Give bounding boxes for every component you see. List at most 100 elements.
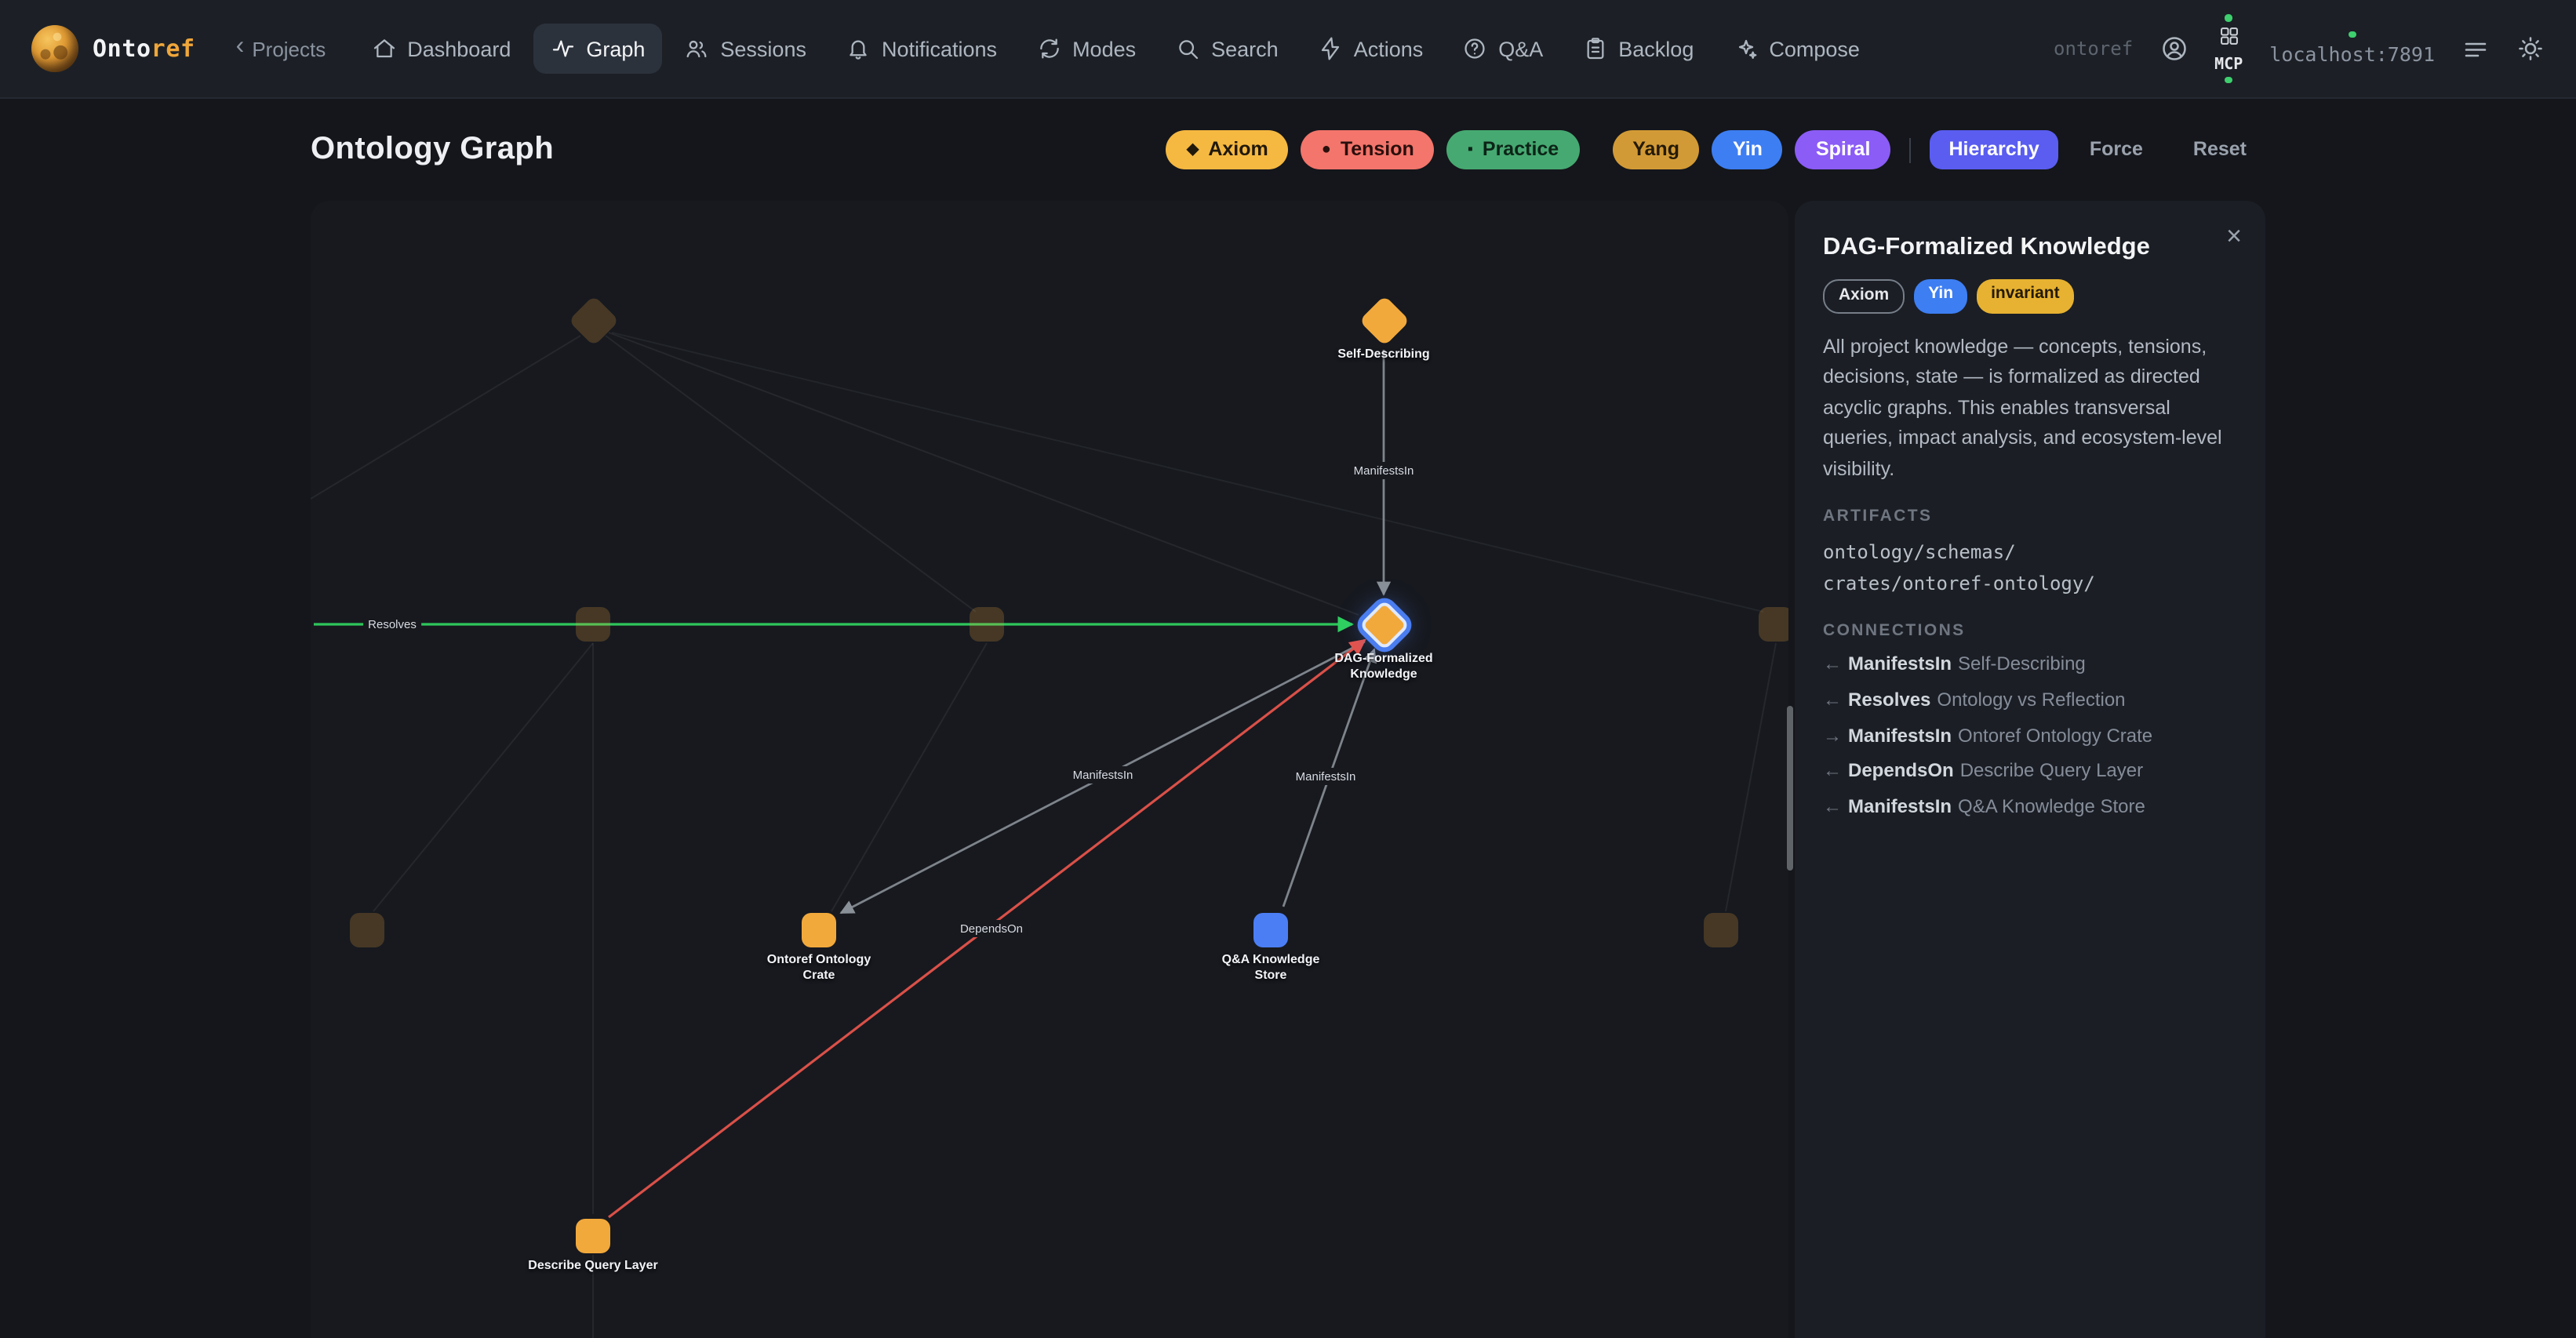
bell-icon — [846, 36, 871, 61]
nav-item-actions[interactable]: Actions — [1301, 24, 1441, 74]
sessions-icon — [684, 36, 709, 61]
filter-tension[interactable]: ●Tension — [1301, 129, 1435, 170]
node-label-ontoref-ontology-crate: Ontoref Ontology Crate — [766, 952, 871, 983]
theme-icon[interactable] — [2516, 35, 2545, 63]
node-label-describe-query-layer: Describe Query Layer — [528, 1258, 658, 1272]
breadcrumb-label: Projects — [252, 37, 326, 60]
practice-shape-icon: ▪ — [1467, 140, 1473, 158]
logo[interactable]: Ontoref — [31, 25, 195, 72]
filter-toolbar: ◆ Axiom ●Tension ▪Practice Yang Yin Spiral Hier… — [1166, 129, 2265, 170]
connection-direction-icon: ← — [1823, 759, 1842, 782]
graph-node-qa-knowledge-store[interactable] — [1253, 913, 1288, 947]
scrollbar-thumb[interactable] — [1787, 706, 1793, 871]
graph-node-dim-square-1[interactable] — [576, 607, 610, 642]
mcp-icon — [2218, 24, 2239, 54]
filter-spiral[interactable]: Spiral — [1795, 129, 1891, 170]
graph-edge — [608, 332, 1359, 616]
chevron-left-icon: ‹ — [235, 33, 245, 60]
home-icon — [371, 36, 396, 61]
graph-icon — [550, 36, 575, 61]
panel-description: All project knowledge — concepts, tensio… — [1823, 336, 2222, 480]
nav-item-q-a[interactable]: Q&A — [1445, 24, 1560, 74]
nav-item-label: Actions — [1353, 37, 1424, 60]
nav-item-label: Search — [1211, 37, 1279, 60]
artifact-path: ontology/schemas/ — [1823, 540, 2016, 563]
nav-item-search[interactable]: Search — [1158, 24, 1296, 74]
edge-label-manifestsin: ManifestsIn — [1290, 768, 1361, 785]
graph-node-dim-square-5[interactable] — [1704, 913, 1738, 947]
filter-yin[interactable]: Yin — [1712, 129, 1783, 170]
artifact-path: crates/ontoref-ontology/ — [1823, 572, 2095, 594]
panel-title: DAG-Formalized Knowledge — [1823, 234, 2150, 260]
nav-item-sessions[interactable]: Sessions — [667, 24, 824, 74]
mcp-label: MCP — [2214, 56, 2243, 73]
graph-edge — [1725, 642, 1777, 912]
connection-target: Q&A Knowledge Store — [1958, 794, 2145, 817]
breadcrumb[interactable]: ‹ Projects — [235, 33, 326, 60]
filter-label: Yang — [1632, 137, 1679, 160]
reset-button[interactable]: Reset — [2192, 137, 2247, 160]
filter-label: Yin — [1732, 137, 1763, 160]
connection-verb: DependsOn — [1848, 759, 1954, 782]
filter-label: Axiom — [1208, 137, 1268, 160]
nav-left-cluster: Ontoref ‹ Projects Dashboard Graph Session… — [31, 24, 1877, 74]
graph-edge — [605, 335, 977, 613]
connections-header: CONNECTIONS — [1823, 621, 1966, 641]
page-title: Ontology Graph — [311, 132, 555, 166]
nav-item-notifications[interactable]: Notifications — [828, 24, 1014, 74]
graph-node-describe-query-layer[interactable] — [576, 1219, 610, 1253]
nav-item-compose[interactable]: Compose — [1716, 24, 1877, 74]
mcp-status-dot-top — [2225, 14, 2232, 21]
connections-list: ← ManifestsIn Self-Describing ← Resolves Onto… — [1823, 653, 2237, 820]
close-icon[interactable]: × — [2226, 221, 2242, 251]
mcp-status[interactable]: MCP — [2214, 14, 2243, 83]
connection-target: Self-Describing — [1958, 653, 2086, 675]
connection-target: Describe Query Layer — [1959, 759, 2144, 782]
filter-yang[interactable]: Yang — [1612, 129, 1700, 170]
menu-icon[interactable] — [2461, 35, 2490, 63]
axiom-shape-icon: ◆ — [1186, 140, 1199, 158]
nav-item-dashboard[interactable]: Dashboard — [354, 24, 528, 74]
edge-label-manifestsin: ManifestsIn — [1348, 462, 1419, 479]
edge-label-resolves: Resolves — [363, 616, 421, 633]
hierarchy-button[interactable]: Hierarchy — [1930, 129, 2058, 170]
node-label-dag-formalized-knowledge: DAG-Formalized Knowledge — [1334, 651, 1433, 682]
nav-item-label: Graph — [586, 37, 646, 60]
filter-axiom[interactable]: ◆ Axiom — [1166, 129, 1289, 170]
node-label-self-describing: Self-Describing — [1337, 347, 1430, 361]
nav-item-backlog[interactable]: Backlog — [1565, 24, 1711, 74]
connection-direction-icon: ← — [1823, 794, 1842, 817]
host-label: localhost:7891 — [2269, 42, 2435, 67]
host-status-dot — [2349, 31, 2356, 38]
connection-target: Ontology vs Reflection — [1937, 689, 2126, 711]
nav-item-modes[interactable]: Modes — [1019, 24, 1153, 74]
top-nav: Ontoref ‹ Projects Dashboard Graph Session… — [0, 0, 2576, 99]
connection-verb: ManifestsIn — [1848, 653, 1952, 675]
graph-node-self-describing[interactable] — [1358, 294, 1410, 346]
account-icon[interactable] — [2159, 35, 2188, 63]
nav-item-graph[interactable]: Graph — [533, 24, 663, 74]
graph-node-ontoref-ontology-crate[interactable] — [802, 913, 836, 947]
artifacts-list: ontology/schemas/crates/ontoref-ontology… — [1823, 538, 2237, 600]
artifacts-header: ARTIFACTS — [1823, 506, 1933, 525]
graph-node-dag-formalized-knowledge[interactable] — [1358, 598, 1410, 650]
filter-practice[interactable]: ▪Practice — [1446, 129, 1580, 170]
nav-item-label: Backlog — [1618, 37, 1694, 60]
force-button[interactable]: Force — [2089, 137, 2143, 160]
graph-node-dim-square-4[interactable] — [350, 913, 384, 947]
nav-item-label: Sessions — [720, 37, 806, 60]
backlog-icon — [1582, 36, 1607, 61]
graph-node-dim-square-3[interactable] — [1759, 607, 1788, 642]
connection-verb: Resolves — [1848, 689, 1931, 711]
graph-node-dim-square-2[interactable] — [970, 607, 1004, 642]
graph-node-dim-diamond-1[interactable] — [567, 294, 619, 346]
